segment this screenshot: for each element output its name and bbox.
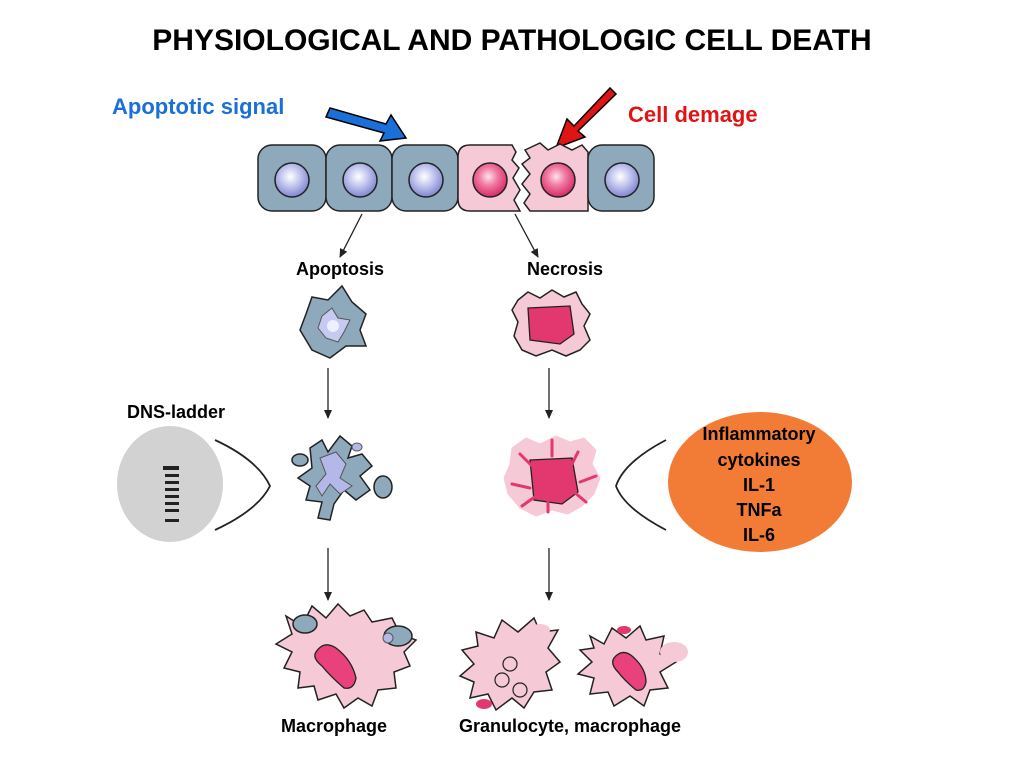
cytokine-line: TNFa [737, 500, 783, 520]
granulocyte-macrophage-cell [576, 624, 688, 708]
necrosis-label: Necrosis [527, 259, 603, 279]
healthy-cell [587, 144, 655, 212]
cytokine-line: Inflammatory [702, 424, 815, 444]
granulocyte-label: Granulocyte, macrophage [459, 716, 681, 736]
cytokine-bubble [668, 412, 852, 552]
apoptotic-signal-label: Apoptotic signal [112, 94, 284, 119]
swelling-necrotic-cell [511, 289, 591, 357]
apoptotic-bodies [291, 434, 393, 521]
arrow-to-necrosis [514, 213, 539, 258]
macrophage-label: Macrophage [281, 716, 387, 736]
dns-ladder-bracket [214, 439, 271, 531]
arrow-to-apoptosis [339, 213, 363, 258]
cytokine-bracket [615, 439, 667, 531]
shrinking-apoptotic-cell [299, 284, 368, 359]
page-title: PHYSIOLOGICAL AND PATHOLOGIC CELL DEATH [152, 24, 871, 57]
granulocyte-cell [458, 616, 562, 712]
cell-damage-arrow [554, 86, 618, 150]
healthy-cell [257, 144, 327, 212]
macrophage-cell [274, 602, 418, 710]
cytokine-line: IL-1 [743, 475, 775, 495]
apoptosis-label: Apoptosis [296, 259, 384, 279]
damaged-cell [520, 142, 589, 212]
dns-ladder-label: DNS-ladder [127, 402, 225, 422]
epithelial-cell-row [257, 142, 655, 212]
cytokine-line: cytokines [717, 450, 800, 470]
cytokine-line: IL-6 [743, 525, 775, 545]
damaged-cell [457, 144, 522, 212]
apoptotic-target-cell [391, 144, 459, 212]
apoptotic-signal-arrow [324, 107, 408, 142]
dns-ladder-gel [117, 426, 223, 542]
healthy-cell [325, 144, 393, 212]
cell-damage-label: Cell demage [628, 102, 758, 127]
lysing-necrotic-cell [503, 435, 601, 517]
